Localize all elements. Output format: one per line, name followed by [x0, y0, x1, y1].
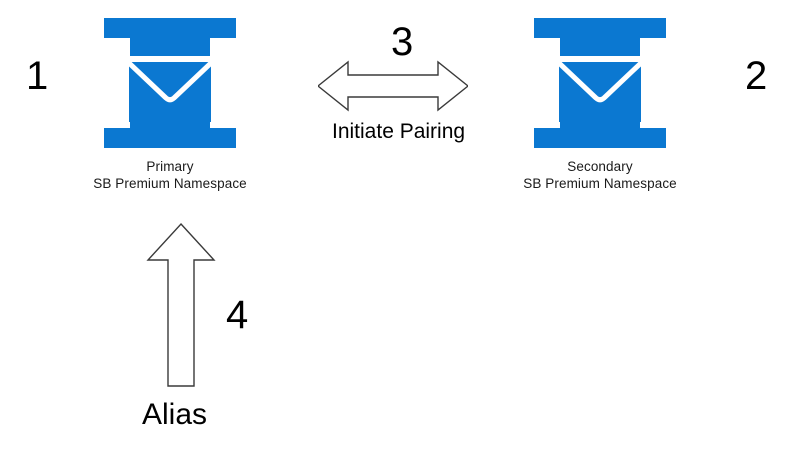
namespace-caption-primary-line2: SB Premium Namespace [93, 176, 247, 191]
service-bus-namespace-icon-secondary [534, 18, 666, 148]
namespace-caption-secondary-line1: Secondary [567, 159, 633, 174]
step-number-3: 3 [391, 20, 414, 64]
pairing-arrow-label: Initiate Pairing [332, 120, 466, 143]
namespace-caption-secondary-line2: SB Premium Namespace [523, 176, 677, 191]
namespace-caption-primary: Primary SB Premium Namespace [60, 158, 280, 192]
service-bus-namespace-icon-primary [104, 18, 236, 148]
step-number-4: 4 [226, 293, 249, 337]
alias-arrow-label: Alias [142, 398, 208, 431]
namespace-node-primary: Primary SB Premium Namespace [60, 18, 280, 192]
namespace-caption-secondary: Secondary SB Premium Namespace [490, 158, 710, 192]
double-headed-arrow-icon [318, 60, 468, 112]
namespace-node-secondary: Secondary SB Premium Namespace [490, 18, 710, 192]
step-number-1: 1 [26, 54, 49, 98]
step-number-2: 2 [745, 54, 768, 98]
up-arrow-icon [146, 222, 216, 387]
namespace-caption-primary-line1: Primary [146, 159, 194, 174]
